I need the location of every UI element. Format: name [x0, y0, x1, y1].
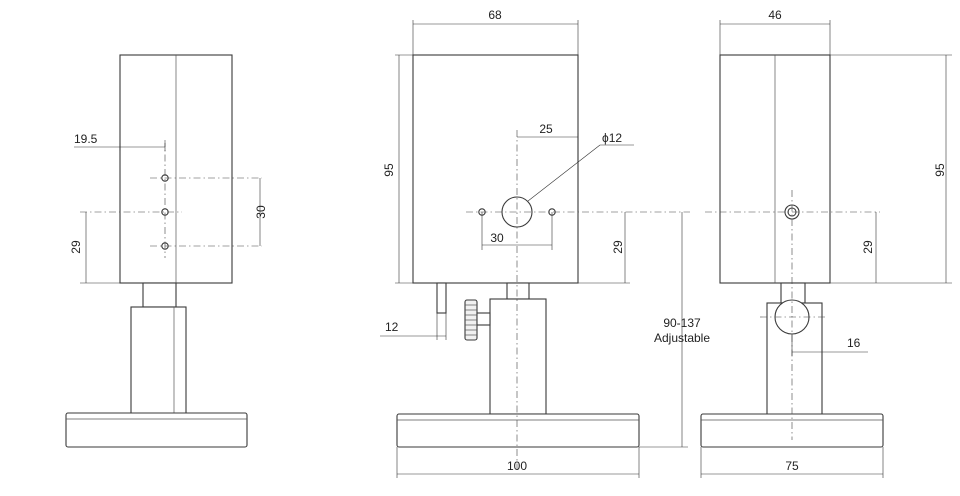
dim-adjustable-range: 90-137: [663, 316, 701, 330]
dim-left-height: 29: [69, 240, 83, 254]
dim-front-hole-diameter: ϕ12: [602, 131, 622, 145]
dim-side-height: 95: [933, 163, 947, 177]
side-view: 46 95 29 16 75: [700, 8, 952, 478]
dim-adjustable-label: Adjustable: [654, 331, 710, 345]
left-view-base: [65, 412, 248, 448]
dim-front-height: 95: [382, 163, 396, 177]
dim-front-knob-offset: 12: [385, 320, 399, 334]
left-view-neck: [142, 282, 177, 308]
dim-front-hole-spacing: 30: [490, 231, 504, 245]
left-view-post: [130, 306, 187, 416]
front-view-base: [396, 413, 640, 448]
front-view-post: [489, 298, 547, 415]
dim-front-base-width: 100: [507, 459, 527, 473]
dim-front-width: 68: [488, 8, 502, 22]
dim-side-clamp-offset: 16: [847, 336, 861, 350]
front-view-neck: [506, 282, 530, 300]
dim-left-hole-offset: 19.5: [74, 132, 98, 146]
dim-left-hole-spacing: 30: [254, 205, 268, 219]
front-view-plunger: [436, 282, 447, 314]
dim-side-width: 46: [768, 8, 782, 22]
front-view-body: [412, 54, 579, 284]
dim-front-hole-offset: 25: [539, 122, 553, 136]
dim-front-center-height: 29: [611, 240, 625, 254]
left-view: 19.5 30 29: [65, 54, 268, 448]
front-view-knob-shaft: [476, 312, 491, 326]
dim-side-base-width: 75: [785, 459, 799, 473]
front-view: 68 95 25 ϕ12 30 29 12 100 90: [380, 8, 710, 478]
dim-side-center-height: 29: [861, 240, 875, 254]
